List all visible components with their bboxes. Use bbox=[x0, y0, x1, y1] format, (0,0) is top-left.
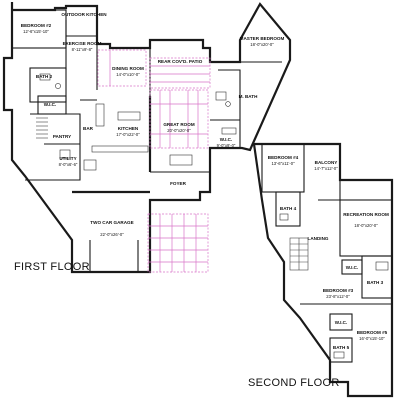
kitchen-base-cabinets bbox=[91, 145, 149, 153]
bedroom3-label: BEDROOM #3 bbox=[323, 288, 354, 293]
great-room-ceiling-beams bbox=[149, 89, 209, 149]
mwic-label: W.I.C. bbox=[220, 137, 233, 142]
first-floor bbox=[2, 2, 292, 274]
first-floor-label: FIRST FLOOR bbox=[14, 261, 90, 273]
exercise-label: EXERCISE ROOM bbox=[63, 41, 102, 46]
bath2-label: BATH 2 bbox=[36, 74, 53, 79]
landing-label: LANDING bbox=[308, 236, 329, 241]
patio-beams bbox=[149, 57, 211, 89]
mbath-toilet bbox=[225, 101, 231, 107]
great-room-label: GREAT ROOM bbox=[163, 122, 194, 127]
garage-label: TWO CAR GARAGE bbox=[90, 220, 133, 225]
bedroom5-dims: 16'-0"x15'-10" bbox=[359, 336, 385, 341]
great-room-fireplace bbox=[169, 154, 193, 166]
bath2-toilet bbox=[55, 83, 61, 89]
kitchen-counter bbox=[117, 111, 141, 121]
pantry-wall bbox=[25, 113, 81, 181]
exercise-dims: 8'-11"x9'-8" bbox=[72, 47, 93, 52]
second-floor-outer-wall bbox=[252, 142, 394, 398]
kitchen-dims: 17'-0"x22'-0" bbox=[116, 132, 140, 137]
bath4-label: BATH 4 bbox=[280, 206, 297, 211]
patio-label: REAR COV'D. PATIO bbox=[158, 59, 203, 64]
dining-label: DINING ROOM bbox=[112, 66, 144, 71]
bath2-tub bbox=[39, 73, 51, 81]
bedroom2-dims: 12'-6"x15'-10" bbox=[23, 29, 49, 34]
second-floor-stair bbox=[289, 237, 309, 271]
room-labels: BEDROOM #2 12'-6"x15'-10" OUTDOOR KITCHE… bbox=[21, 12, 389, 350]
bedroom4-wall bbox=[261, 143, 305, 193]
second-floor bbox=[252, 142, 394, 398]
dining-dims: 14'-0"x10'-0" bbox=[116, 72, 140, 77]
bath4-wall bbox=[275, 191, 301, 227]
mwic-shelf bbox=[221, 127, 237, 135]
utility-dims: 8'-0"x6'-6" bbox=[59, 162, 78, 167]
balcony-label: BALCONY bbox=[315, 160, 338, 165]
wic-left-label: W.I.C. bbox=[44, 102, 57, 107]
bath3-tub bbox=[375, 261, 389, 271]
bath5-tub bbox=[333, 351, 345, 359]
mwic-dims: 9'-0"x9'-0" bbox=[217, 143, 236, 148]
bedroom4-label: BEDROOM #4 bbox=[268, 155, 299, 160]
wic-bed5-wall bbox=[329, 313, 353, 331]
master-dims: 18'-0"x20'-0" bbox=[250, 42, 274, 47]
bath3-wall bbox=[361, 255, 393, 299]
wic-second-label: W.I.C. bbox=[346, 265, 359, 270]
bedroom2-label: BEDROOM #2 bbox=[21, 23, 52, 28]
pantry-label: PANTRY bbox=[53, 134, 71, 139]
dining-pink bbox=[97, 49, 147, 87]
second-floor-label: SECOND FLOOR bbox=[248, 377, 340, 389]
recreation-label: RECREATION ROOM bbox=[343, 212, 389, 217]
wic-bed5-label: W.I.C. bbox=[335, 320, 348, 325]
bath3-label: BATH 3 bbox=[367, 280, 384, 285]
utility-washer bbox=[83, 159, 97, 171]
bath4-tub bbox=[279, 213, 289, 221]
recreation-wall bbox=[339, 199, 393, 257]
utility-sink bbox=[59, 149, 71, 159]
first-floor-stair bbox=[36, 117, 48, 139]
bath5-label: BATH 5 bbox=[333, 345, 350, 350]
mbath-label: M. BATH bbox=[239, 94, 258, 99]
garage-dims: 22'-0"x26'-0" bbox=[100, 232, 124, 237]
bedroom3-dims: 23'-8"x12'-0" bbox=[326, 294, 350, 299]
garage-front-beams bbox=[147, 213, 209, 273]
utility-label: UTILITY bbox=[59, 156, 76, 161]
mbath-tub bbox=[215, 91, 227, 101]
bath5-wall bbox=[329, 337, 353, 363]
mbath-wall bbox=[218, 69, 241, 148]
first-floor-outer-wall-left bbox=[2, 2, 292, 274]
balcony-wall bbox=[304, 143, 341, 201]
bedroom5-label: BEDROOM #5 bbox=[357, 330, 388, 335]
kitchen-label: KITCHEN bbox=[118, 126, 139, 131]
bedroom4-dims: 13'-6"x11'-0" bbox=[271, 161, 295, 166]
recreation-dims: 18'-0"x20'-0" bbox=[354, 223, 378, 228]
foyer-label: FOYER bbox=[170, 181, 187, 186]
great-room-dims: 20'-0"x20'-0" bbox=[167, 128, 191, 133]
bath2-wall bbox=[29, 67, 67, 103]
master-label: MASTER BEDROOM bbox=[240, 36, 285, 41]
kitchen-island bbox=[95, 103, 105, 127]
outdoor-kitchen-label: OUTDOOR KITCHEN bbox=[61, 12, 107, 17]
bar-label: BAR bbox=[83, 126, 94, 131]
balcony-dims: 14'-7"x12'-0" bbox=[314, 166, 338, 171]
